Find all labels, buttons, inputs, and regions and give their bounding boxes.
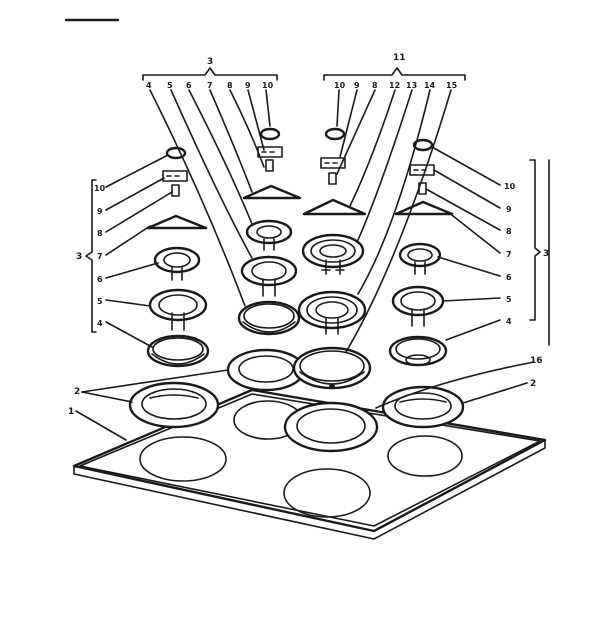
label-top-right-10: 10 [334,81,346,90]
label-top-left-8: 8 [227,81,233,90]
cap-left [165,146,187,160]
receptacle-large [320,157,346,169]
label-group-3-left: 3 [76,252,82,262]
receptacle-bracket-large [302,198,367,216]
leaders-right [425,146,501,341]
label-left-6: 6 [97,275,103,284]
label-group-3-right: 3 [543,249,549,259]
label-trim-ring-2-right: 2 [530,379,536,389]
trim-ring-right [381,385,465,429]
label-top-right-12: 12 [389,81,400,90]
label-top-left-10: 10 [262,81,274,90]
label-left-8: 8 [97,229,103,238]
drip-pan-left [146,334,210,368]
terminal-block-center [265,159,274,172]
label-left-9: 9 [97,207,103,216]
leaders-top-left [149,89,271,307]
trim-ring-center-large [283,401,379,453]
label-top-right-15: 15 [446,81,458,90]
label-top-left-9: 9 [245,81,251,90]
receptacle-bracket-right [394,200,454,216]
surface-element-left-6 [153,246,201,281]
receptacle-left [162,170,188,182]
drip-pan-right [388,335,448,367]
label-left-4: 4 [97,319,103,328]
surface-element-right-6 [398,242,442,275]
leaders-left [105,154,173,348]
receptacle-center [257,146,283,158]
receptacle-bracket-center [242,184,302,200]
surface-element-center-6 [245,219,293,251]
terminal-block-large [328,172,337,185]
surface-element-large [297,290,367,335]
surface-element-large-coil [301,233,365,275]
label-right-10: 10 [504,182,516,191]
label-right-6: 6 [506,273,512,282]
cap-center [259,127,281,141]
label-right-7: 7 [506,250,512,259]
label-trim-ring-2-left: 2 [74,387,80,397]
label-top-right-9: 9 [354,81,360,90]
label-top-left-4: 4 [146,81,152,90]
brace-left [85,179,97,333]
label-left-7: 7 [97,252,103,261]
cap-right [412,138,434,152]
label-top-right-14: 14 [424,81,436,90]
label-top-right-13: 13 [406,81,417,90]
label-top-right-8: 8 [372,81,378,90]
receptacle-bracket-left [146,214,208,230]
label-cooktop-1: 1 [68,407,74,417]
label-drip-pan-16: 16 [530,356,543,366]
label-left-10: 10 [94,184,106,193]
brace-right [529,159,541,321]
label-top-left-7: 7 [207,81,213,90]
cap-large [324,127,346,141]
trim-ring-center-small [226,348,306,392]
receptacle-right [409,164,435,176]
leaders-top-right [336,89,452,353]
brace-top-left [142,67,278,81]
label-group-11: 11 [393,53,406,63]
brace-top-right [323,67,466,81]
label-right-8: 8 [506,227,512,236]
surface-element-center-5 [240,255,298,297]
surface-element-right-5 [391,285,445,327]
label-top-left-6: 6 [186,81,192,90]
label-right-4: 4 [506,317,512,326]
label-top-left-5: 5 [167,81,173,90]
drip-pan-large [292,346,372,390]
leaders-lower [75,361,535,441]
terminal-block-left [171,184,180,197]
label-right-9: 9 [506,205,512,214]
drip-pan-center [237,300,301,336]
trim-ring-left [128,381,220,429]
label-right-5: 5 [506,295,512,304]
label-group-3-top: 3 [207,57,213,67]
surface-element-left-5 [148,288,208,331]
label-left-5: 5 [97,297,103,306]
